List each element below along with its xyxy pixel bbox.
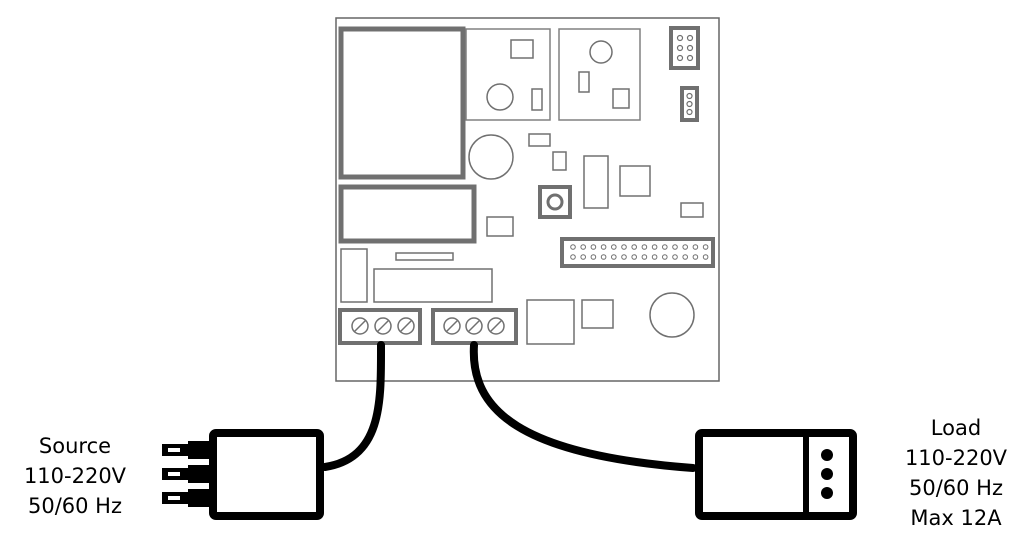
ribbon-pin <box>570 244 576 250</box>
ribbon-pin <box>672 244 678 250</box>
ribbon-pin <box>641 244 648 250</box>
ribbon-pin <box>590 244 597 250</box>
load-label-line: Max 12A <box>910 506 1002 530</box>
module-upper-right <box>558 28 641 121</box>
source-label-line: 110-220V <box>23 464 127 488</box>
thin-strip-component <box>395 252 454 261</box>
smd-small-2 <box>552 151 567 171</box>
ribbon-pin <box>662 254 668 260</box>
load-label-line: 110-220V <box>904 446 1008 470</box>
load-socket-body <box>695 429 857 520</box>
source-plug-body <box>209 429 324 520</box>
ribbon-header <box>560 237 715 268</box>
source-plug <box>162 429 324 520</box>
six-pin-header-pins <box>676 34 694 62</box>
square-component-lower <box>526 299 575 345</box>
terminal-block-left <box>338 308 422 345</box>
ribbon-pin <box>600 244 607 250</box>
module-upper-left <box>465 28 551 121</box>
ribbon-pin <box>682 244 689 250</box>
load-label: Load 110-220V 50/60 Hz Max 12A <box>882 413 1030 533</box>
circuit-board <box>335 17 720 382</box>
ribbon-pin <box>570 254 576 260</box>
relay-block <box>338 184 477 244</box>
ic-vertical <box>583 155 609 209</box>
source-label-line: 50/60 Hz <box>27 494 122 518</box>
module-upper-right-capacitor <box>589 40 613 64</box>
load-label-line: 50/60 Hz <box>908 476 1003 500</box>
smd-small-3 <box>680 202 704 218</box>
three-pin-header <box>680 86 699 122</box>
ribbon-pin <box>692 244 699 250</box>
ribbon-pin <box>611 244 617 250</box>
load-label-line: Load <box>930 416 982 440</box>
push-button-cap <box>546 193 564 211</box>
module-upper-left-capacitor <box>486 83 514 111</box>
ribbon-pin <box>702 244 709 250</box>
load-socket <box>695 429 857 520</box>
buzzer <box>649 292 695 338</box>
terminal-block-right <box>431 308 518 345</box>
vertical-component <box>340 248 368 303</box>
ribbon-pin <box>651 254 658 260</box>
ribbon-pin <box>682 254 689 260</box>
load-cable <box>469 341 697 472</box>
capacitor-center <box>468 134 514 180</box>
module-upper-right-chip <box>612 88 630 109</box>
ribbon-pin <box>621 244 627 250</box>
source-plug-prongs <box>162 441 213 507</box>
square-component <box>619 165 651 197</box>
ribbon-pin <box>631 244 638 250</box>
source-label-line: Source <box>38 434 112 458</box>
module-upper-left-resistor <box>531 88 543 111</box>
ribbon-pin <box>611 254 617 260</box>
ribbon-pin <box>580 254 587 260</box>
smd-small-1 <box>528 133 551 147</box>
transformer-block <box>338 26 466 180</box>
smd-small-4 <box>486 216 514 237</box>
source-label: Source 110-220V 50/60 Hz <box>0 431 150 521</box>
wide-component <box>373 268 493 303</box>
source-cable <box>321 341 386 471</box>
ribbon-pin <box>600 254 607 260</box>
ribbon-pin <box>662 244 668 250</box>
ribbon-pin <box>702 254 709 260</box>
ribbon-pin <box>692 254 699 260</box>
ribbon-header-pins <box>570 244 709 260</box>
ribbon-pin <box>580 244 587 250</box>
ribbon-pin <box>672 254 678 260</box>
three-pin-header-pins <box>686 92 693 116</box>
load-socket-holes <box>821 449 833 499</box>
six-pin-header <box>669 26 700 70</box>
module-upper-right-resistor <box>578 71 590 93</box>
smd-small-5 <box>581 299 614 329</box>
ribbon-pin <box>590 254 597 260</box>
module-upper-left-chip <box>510 39 534 59</box>
ribbon-pin <box>641 254 648 260</box>
push-button-housing <box>538 185 572 219</box>
ribbon-pin <box>651 244 658 250</box>
ribbon-pin <box>621 254 627 260</box>
ribbon-pin <box>631 254 638 260</box>
